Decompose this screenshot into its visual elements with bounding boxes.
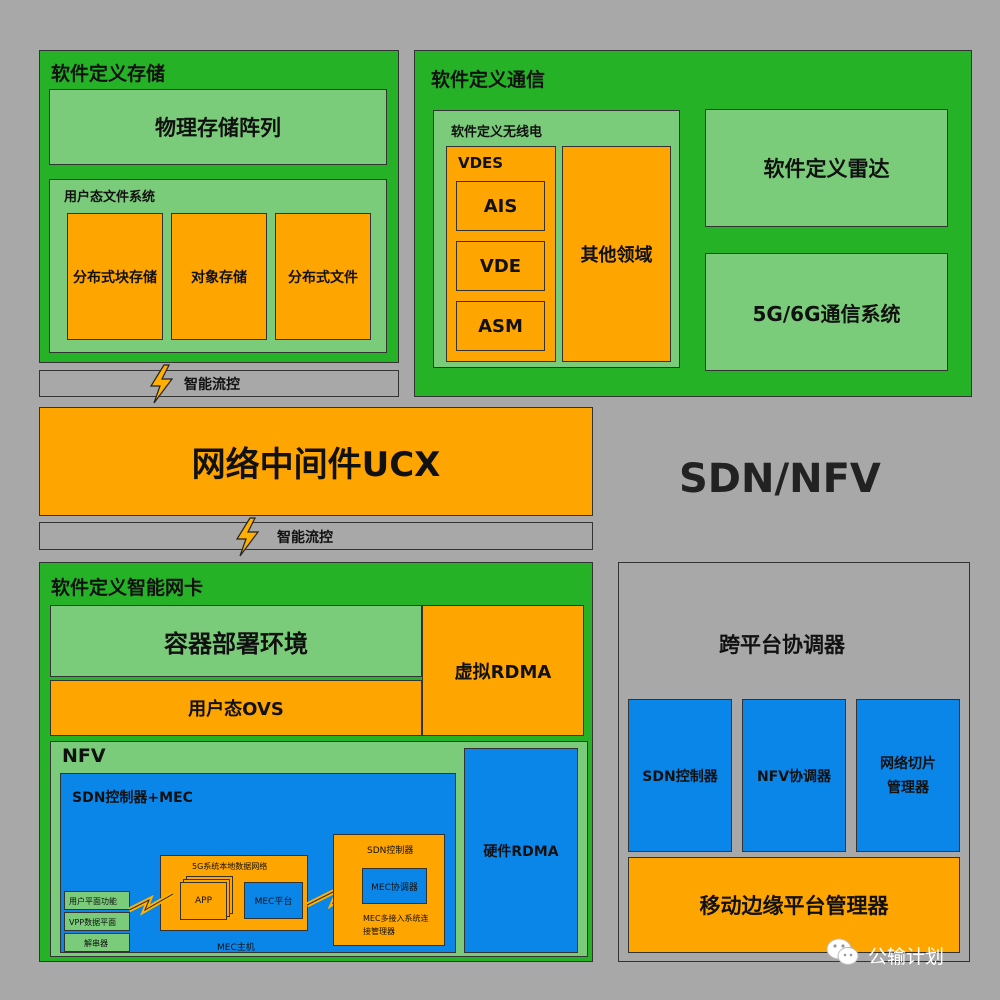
mec-access-label: MEC多接入系统连接管理器 <box>363 914 429 936</box>
cross-platform-title: 跨平台协调器 <box>719 633 845 657</box>
nic-title: 软件定义智能网卡 <box>51 577 204 599</box>
mec-platform-manager: 移动边缘平台管理器 <box>628 857 960 953</box>
cross-item-nfv: NFV协调器 <box>742 699 846 852</box>
lightning-icon <box>129 891 174 916</box>
sdn-mec-title: SDN控制器+MEC <box>72 790 193 806</box>
container-env: 容器部署环境 <box>50 605 422 677</box>
flow-control-bar-1 <box>39 370 399 397</box>
virtual-rdma: 虚拟RDMA <box>422 605 584 736</box>
watermark-text: 公输计划 <box>868 946 945 968</box>
sdn-controller-small-label: SDN控制器 <box>367 846 414 856</box>
user-plane-item-1 <box>64 891 130 910</box>
vdes-title: VDES <box>458 154 504 172</box>
user-ovs: 用户态OVS <box>50 680 422 736</box>
flow-control-label-1: 智能流控 <box>184 377 240 393</box>
wechat-icon <box>826 938 859 965</box>
app-box: APP <box>180 882 227 920</box>
5g6g-system: 5G/6G通信系统 <box>705 253 948 371</box>
local-data-network-label: 5G系统本地数据网络 <box>192 862 268 871</box>
sdn-nfv-label: SDN/NFV <box>679 456 881 502</box>
vdes-item-vde: VDE <box>456 241 545 291</box>
vdes-item-asm: ASM <box>456 301 545 351</box>
user-plane-item-3 <box>64 933 130 952</box>
flow-control-bar-2 <box>39 522 593 550</box>
lightning-icon <box>235 517 260 557</box>
physical-storage-array: 物理存储阵列 <box>49 89 387 165</box>
user-plane-item-2 <box>64 912 130 931</box>
software-radar: 软件定义雷达 <box>705 109 948 227</box>
cross-item-sdn: SDN控制器 <box>628 699 732 852</box>
storage-item-object: 对象存储 <box>171 213 267 340</box>
nfv-title: NFV <box>62 745 106 767</box>
lightning-icon <box>149 364 174 404</box>
comm-title: 软件定义通信 <box>431 69 546 91</box>
radio-title: 软件定义无线电 <box>451 125 543 140</box>
user-plane-label-2: VPP数据平面 <box>69 918 117 927</box>
other-fields: 其他领域 <box>562 146 671 362</box>
userfs-title: 用户态文件系统 <box>64 190 156 205</box>
storage-item-block: 分布式块存储 <box>67 213 163 340</box>
hardware-rdma: 硬件RDMA <box>464 748 578 953</box>
cross-item-slice: 网络切片管理器 <box>856 699 960 852</box>
user-plane-label-1: 用户平面功能 <box>69 897 117 906</box>
mec-host-label: MEC主机 <box>217 943 255 953</box>
user-plane-label-3: 解串器 <box>84 939 108 948</box>
storage-item-file: 分布式文件 <box>275 213 371 340</box>
ucx-middleware: 网络中间件UCX <box>39 407 593 516</box>
mec-coordinator: MEC协调器 <box>362 868 427 904</box>
vdes-item-ais: AIS <box>456 181 545 231</box>
flow-control-label-2: 智能流控 <box>277 530 333 546</box>
storage-title: 软件定义存储 <box>51 63 166 85</box>
mec-platform: MEC平台 <box>244 882 303 919</box>
